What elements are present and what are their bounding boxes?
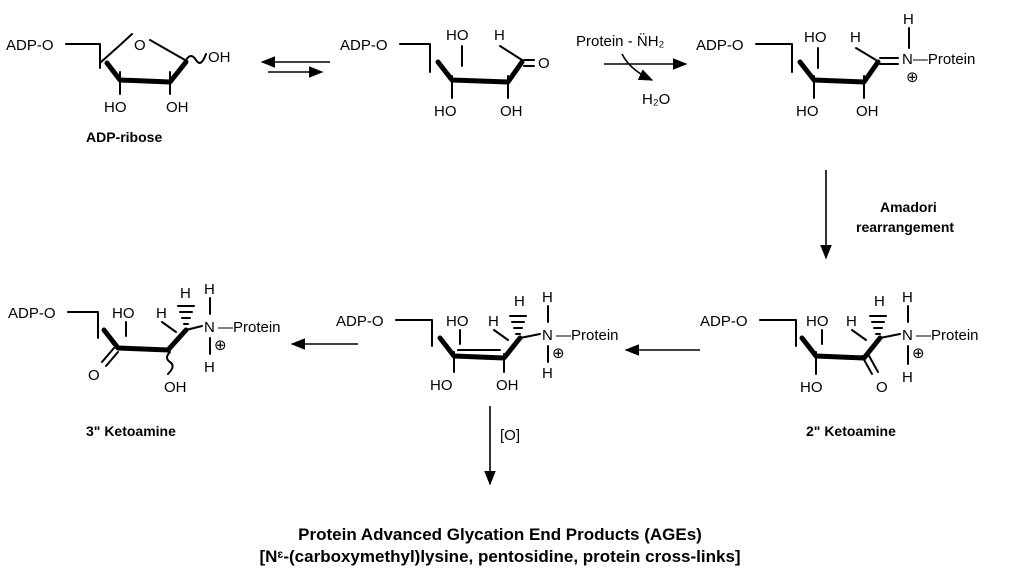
age-examples: [Nᵋ-(carboxymethyl)lysine, pentosidine, … bbox=[259, 547, 740, 566]
h-label-top: H bbox=[488, 313, 499, 330]
amine-n-label: N bbox=[204, 319, 215, 336]
adp-o-label: ADP-O bbox=[340, 37, 388, 54]
ketoamine-2-structure: ADP-O HO H H N —Protein H ⊕ H HO O 2" Ke… bbox=[700, 289, 979, 439]
charge-plus-label: ⊕ bbox=[552, 345, 565, 362]
n-h-bottom-label: H bbox=[902, 369, 913, 386]
ho-label-bottom: HO bbox=[430, 377, 453, 394]
charge-plus-label: ⊕ bbox=[912, 345, 925, 362]
ketoamine-3-structure: ADP-O HO H H N —Protein H ⊕ H O OH 3" Ke… bbox=[8, 281, 281, 439]
ho-label-bottom: HO bbox=[796, 103, 819, 120]
adp-o-label: ADP-O bbox=[336, 313, 384, 330]
n-h-top-label: H bbox=[902, 289, 913, 306]
adp-o-label: ADP-O bbox=[6, 37, 54, 54]
charge-plus-label: ⊕ bbox=[906, 69, 919, 86]
ketone-o-label: O bbox=[876, 379, 888, 396]
ho-label-bottom: HO bbox=[800, 379, 823, 396]
h-label-top: H bbox=[850, 29, 861, 46]
ho-label-top: HO bbox=[804, 29, 827, 46]
oh-label-bottom: OH bbox=[164, 379, 187, 396]
amadori-label-line2: rearrangement bbox=[856, 219, 954, 235]
amadori-arrow: Amadori rearrangement bbox=[820, 170, 954, 260]
h-hash-label: H bbox=[180, 285, 191, 302]
adp-o-label: ADP-O bbox=[8, 305, 56, 322]
ring-oxygen-label: O bbox=[134, 37, 146, 54]
amine-n-label: N bbox=[902, 327, 913, 344]
open-chain-aldehyde-structure: ADP-O HO H O HO OH bbox=[340, 27, 550, 120]
oxidation-label: [O] bbox=[500, 427, 520, 444]
adp-o-label: ADP-O bbox=[700, 313, 748, 330]
amine-addition-arrow: Protein - N̈H₂ H₂O bbox=[576, 33, 688, 108]
charge-plus-label: ⊕ bbox=[214, 337, 227, 354]
age-title: Protein Advanced Glycation End Products … bbox=[298, 525, 702, 544]
water-label: H₂O bbox=[642, 91, 670, 108]
equilibrium-arrow bbox=[260, 56, 330, 78]
ketone-o-label: O bbox=[88, 367, 100, 384]
amadori-label-line1: Amadori bbox=[880, 199, 937, 215]
ho-label-top: HO bbox=[806, 313, 829, 330]
enediol-structure: ADP-O HO H H N —Protein H ⊕ H HO OH bbox=[336, 289, 619, 394]
iminium-n-label: N—Protein bbox=[902, 51, 975, 68]
ho-label-bottom: HO bbox=[434, 103, 457, 120]
ketoamine-3-label: 3" Ketoamine bbox=[86, 423, 176, 439]
ketoamine-2-label: 2" Ketoamine bbox=[806, 423, 896, 439]
protein-nh2-label: Protein - N̈H₂ bbox=[576, 33, 665, 50]
n-h-top-label: H bbox=[204, 281, 215, 298]
amine-n-label: N bbox=[542, 327, 553, 344]
h-label-top: H bbox=[846, 313, 857, 330]
carbonyl-o-label: O bbox=[538, 55, 550, 72]
h-aldehyde-label: H bbox=[494, 27, 505, 44]
n-h-bottom-label: H bbox=[204, 359, 215, 376]
ho-label-top: HO bbox=[446, 313, 469, 330]
h-label-top: H bbox=[156, 305, 167, 322]
oxidation-arrow: [O] bbox=[484, 406, 520, 486]
protein-label: —Protein bbox=[556, 327, 619, 344]
adp-ribose-structure: ADP-O O OH HO OH ADP-ribose bbox=[6, 33, 231, 145]
ho-label-c2: HO bbox=[104, 99, 127, 116]
protein-label: —Protein bbox=[916, 327, 979, 344]
n-h-top-label: H bbox=[542, 289, 553, 306]
n-h-bottom-label: H bbox=[542, 365, 553, 382]
protein-label: —Protein bbox=[218, 319, 281, 336]
ho-label-top: HO bbox=[112, 305, 135, 322]
adp-ribose-label: ADP-ribose bbox=[86, 129, 162, 145]
h-hash-label: H bbox=[514, 293, 525, 310]
n-h-label: H bbox=[903, 11, 914, 28]
h-hash-label: H bbox=[874, 293, 885, 310]
anomeric-oh-label: OH bbox=[208, 49, 231, 66]
ho-label-top: HO bbox=[446, 27, 469, 44]
oh-label-bottom: OH bbox=[856, 103, 879, 120]
schiff-base-structure: ADP-O HO H N—Protein H ⊕ HO OH bbox=[696, 11, 975, 120]
oh-label-bottom: OH bbox=[496, 377, 519, 394]
adp-o-label: ADP-O bbox=[696, 37, 744, 54]
oh-label-c3: OH bbox=[166, 99, 189, 116]
oh-label-bottom: OH bbox=[500, 103, 523, 120]
